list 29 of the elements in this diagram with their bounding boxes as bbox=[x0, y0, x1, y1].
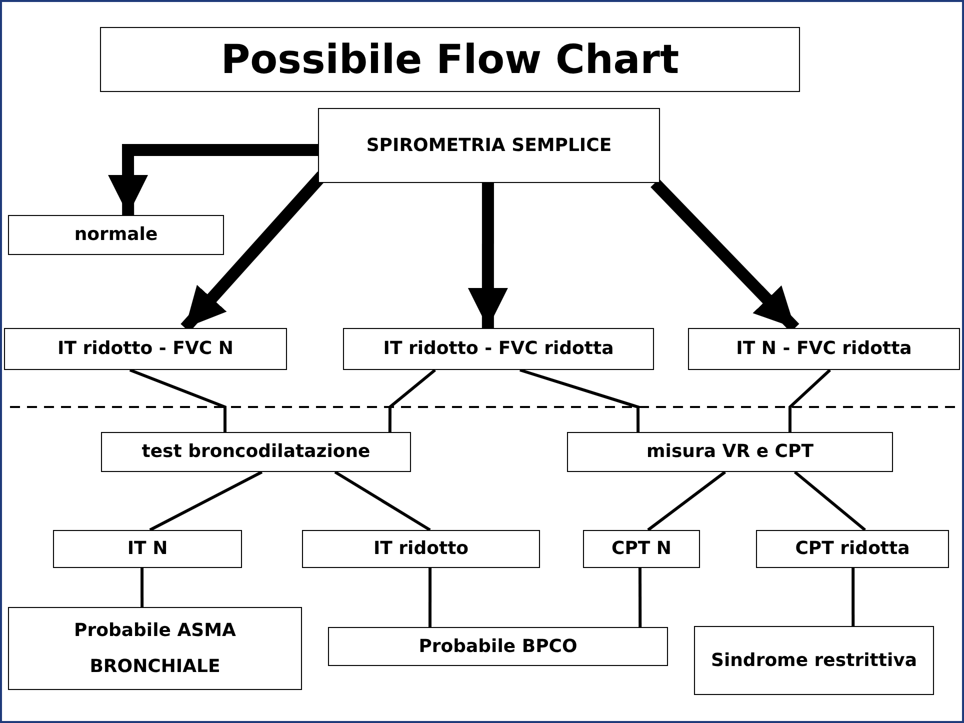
process-box: normale bbox=[8, 215, 224, 255]
connector-line bbox=[428, 568, 432, 627]
connector-line bbox=[794, 470, 866, 532]
process-box: IT N bbox=[53, 530, 242, 568]
connector-line bbox=[149, 470, 263, 532]
connector-line bbox=[520, 368, 640, 432]
arrow bbox=[108, 144, 318, 216]
process-box: Sindrome restrittiva bbox=[694, 626, 934, 695]
connector-line bbox=[334, 470, 431, 532]
process-box: misura VR e CPT bbox=[567, 432, 893, 472]
process-box: Probabile BPCO bbox=[328, 627, 668, 666]
process-box: test broncodilatazione bbox=[101, 432, 411, 472]
arrow bbox=[468, 183, 508, 328]
connector-line bbox=[388, 368, 436, 432]
process-box: CPT ridotta bbox=[756, 530, 949, 568]
connector-line bbox=[129, 368, 226, 432]
connector-line bbox=[852, 568, 855, 626]
connector-line bbox=[788, 368, 831, 432]
process-box: Probabile ASMA BRONCHIALE bbox=[8, 607, 302, 690]
process-box: CPT N bbox=[583, 530, 700, 568]
connector-line bbox=[647, 470, 726, 532]
process-box: IT N - FVC ridotta bbox=[688, 328, 960, 370]
connector-line bbox=[140, 568, 144, 607]
connector-line bbox=[638, 568, 642, 627]
process-box: IT ridotto - FVC N bbox=[4, 328, 287, 370]
process-box: SPIROMETRIA SEMPLICE bbox=[318, 108, 660, 183]
process-box: IT ridotto bbox=[302, 530, 540, 568]
title-box: Possibile Flow Chart bbox=[100, 27, 800, 92]
process-box: IT ridotto - FVC ridotta bbox=[343, 328, 654, 370]
